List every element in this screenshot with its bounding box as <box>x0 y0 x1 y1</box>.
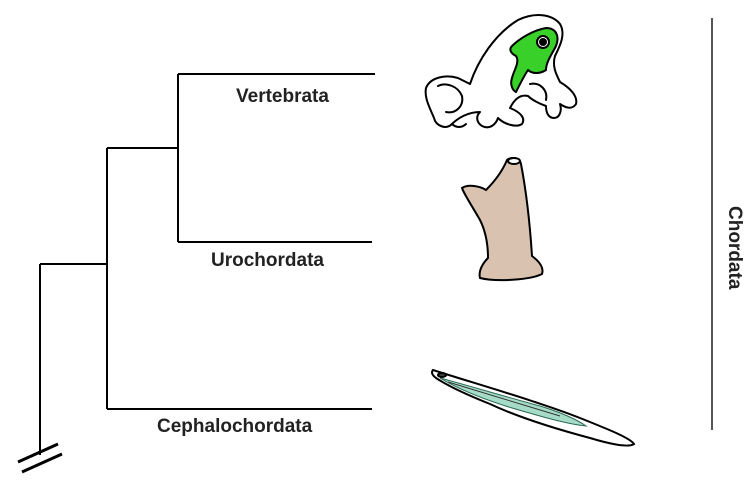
label-urochordata: Urochordata <box>211 250 324 272</box>
tree-branches <box>40 74 375 455</box>
lancelet-icon <box>432 370 634 446</box>
label-cephalochordata: Cephalochordata <box>157 416 312 438</box>
label-vertebrata: Vertebrata <box>236 86 329 108</box>
tunicate-icon <box>462 158 543 280</box>
label-chordata: Chordata <box>723 206 745 289</box>
frog-icon <box>426 15 577 127</box>
